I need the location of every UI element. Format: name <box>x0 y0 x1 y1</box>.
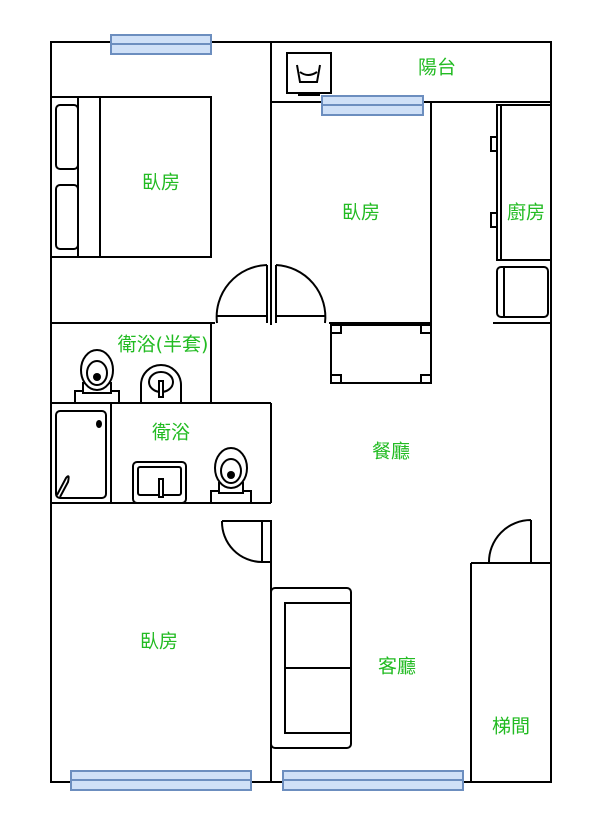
room-label-bath: 衛浴 <box>152 422 190 444</box>
kitchen-counter-icon <box>490 104 552 261</box>
room-label-middle-bedroom: 臥房 <box>342 202 380 224</box>
stove-icon <box>496 266 549 318</box>
window-top-left <box>110 34 212 55</box>
room-label-dining: 餐廳 <box>372 441 410 463</box>
room-label-kitchen: 廚房 <box>507 201 545 224</box>
window-bottom-left <box>70 770 252 791</box>
dining-table-icon <box>330 324 432 384</box>
room-label-half-bath: 衛浴(半套) <box>118 334 209 356</box>
sink-icon <box>140 364 182 404</box>
door-master-bedroom[interactable] <box>215 264 268 324</box>
door-middle-bedroom[interactable] <box>275 264 327 324</box>
door-lower-bedroom[interactable] <box>220 520 272 563</box>
room-label-lower-bedroom: 臥房 <box>140 631 178 653</box>
toilet-icon <box>74 349 120 404</box>
room-label-stairwell: 梯間 <box>492 716 530 738</box>
laundry-sink-icon <box>286 52 332 96</box>
bath-sink-icon <box>132 461 187 504</box>
window-bottom-living <box>282 770 464 791</box>
room-label-living: 客廳 <box>378 656 416 678</box>
shower-icon <box>55 410 107 499</box>
bed-icon <box>50 96 212 258</box>
sofa-icon <box>270 587 352 749</box>
bath-toilet-icon <box>210 447 252 504</box>
window-middle-bedroom <box>321 95 424 116</box>
door-stairwell[interactable] <box>487 519 532 564</box>
room-label-master-bedroom: 臥房 <box>142 172 180 194</box>
room-label-balcony: 陽台 <box>418 57 456 79</box>
